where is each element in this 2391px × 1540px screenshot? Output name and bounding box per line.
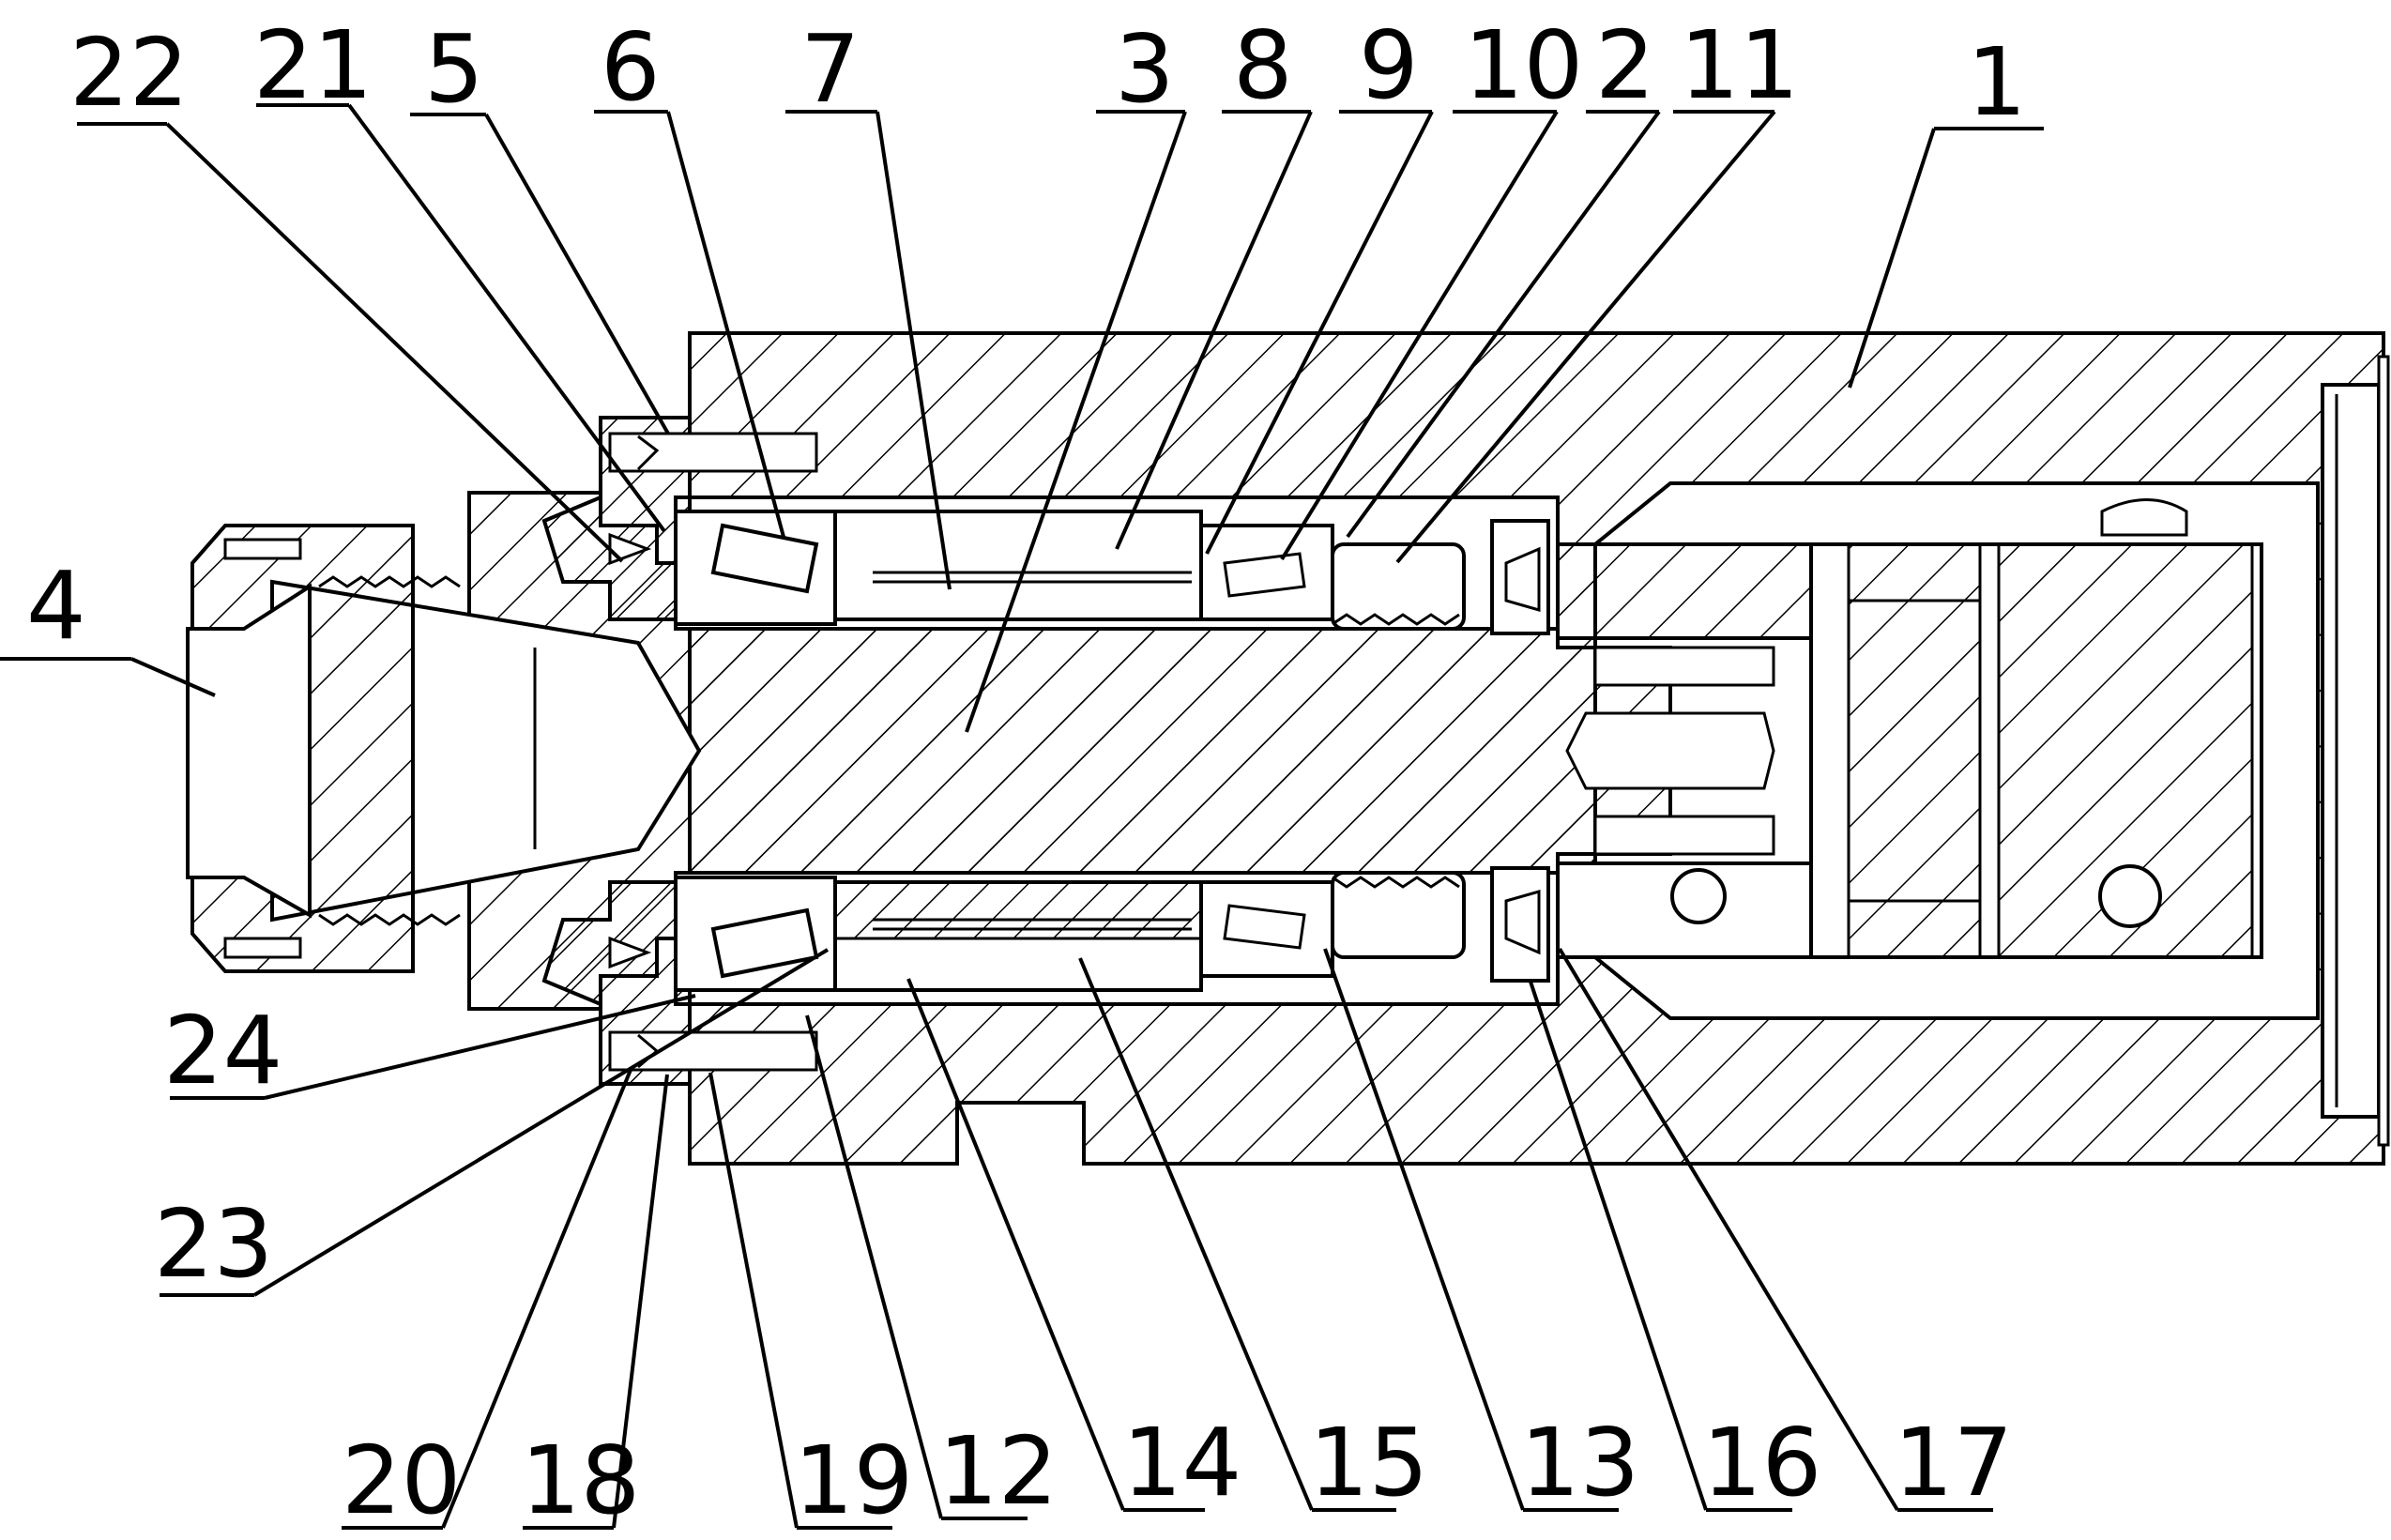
callout-23: 23	[154, 1189, 273, 1299]
callout-11: 11	[1680, 10, 1799, 120]
callout-2: 2	[1595, 10, 1655, 120]
callout-5: 5	[424, 14, 484, 124]
collet-nut	[186, 524, 461, 973]
callout-18: 18	[521, 1426, 640, 1535]
callout-9: 9	[1359, 10, 1419, 120]
callout-21: 21	[253, 10, 373, 120]
callout-24: 24	[163, 996, 282, 1105]
leader-lines	[0, 103, 2044, 1530]
rear-seal	[1490, 519, 1550, 983]
drive-coupling	[1556, 498, 2263, 959]
callout-7: 7	[800, 14, 860, 124]
lock-nut	[1331, 542, 1466, 959]
callout-15: 15	[1309, 1408, 1428, 1517]
callout-12: 12	[938, 1416, 1058, 1526]
rear-bearing	[1199, 524, 1334, 978]
callout-4: 4	[26, 551, 86, 661]
callout-16: 16	[1702, 1408, 1821, 1517]
callout-20: 20	[342, 1426, 461, 1535]
spacer-sleeves	[833, 510, 1203, 992]
callout-6: 6	[601, 12, 661, 122]
callout-14: 14	[1122, 1408, 1241, 1517]
callout-13: 13	[1520, 1408, 1639, 1517]
callout-19: 19	[794, 1426, 913, 1535]
callout-labels: 22 21 5 6 7 3 8 9 10 2 11 1 4 24 23 20 1…	[26, 10, 2027, 1535]
callout-22: 22	[69, 18, 189, 128]
callout-17: 17	[1894, 1408, 2013, 1517]
callout-3: 3	[1115, 14, 1175, 124]
front-bearing	[674, 510, 837, 992]
callout-8: 8	[1233, 10, 1293, 120]
front-cap	[541, 416, 818, 1086]
callout-1: 1	[1967, 27, 2027, 137]
callout-10: 10	[1464, 10, 1583, 120]
